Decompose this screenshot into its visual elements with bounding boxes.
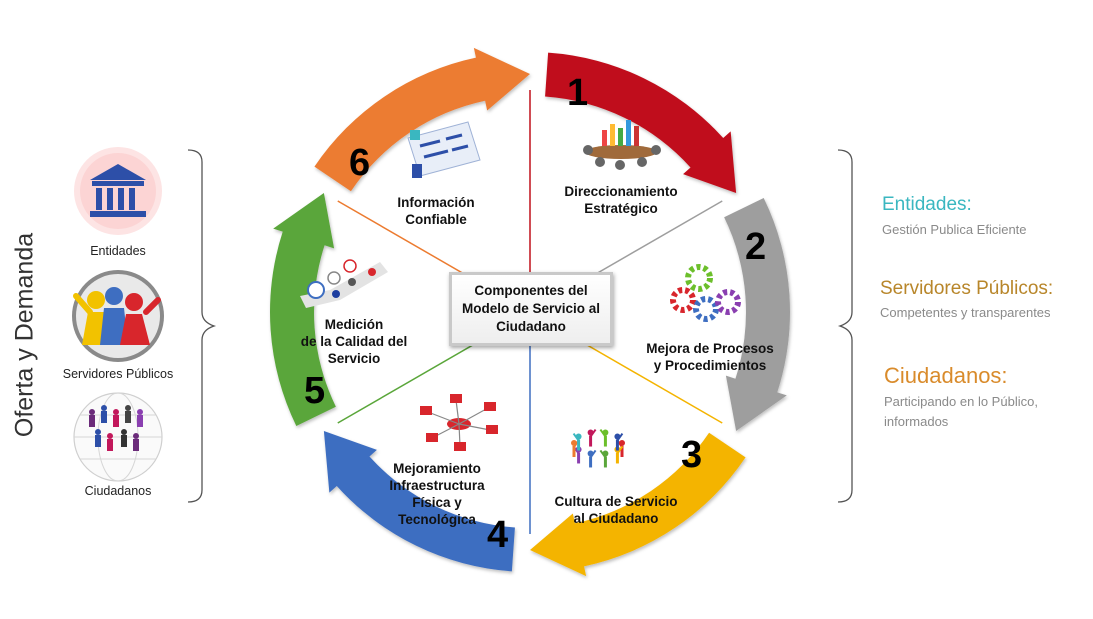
documents-icon [407, 121, 481, 178]
ring-person [599, 449, 609, 468]
citizen-figure [107, 433, 113, 451]
citizen-figure [121, 429, 127, 447]
rating-faces-icon [300, 259, 388, 308]
right-heading-ciudadanos: Ciudadanos: [884, 363, 1008, 388]
left-bracket [187, 149, 217, 503]
center-box: Componentes del Modelo de Servicio al Ci… [449, 272, 613, 346]
ring-person [587, 428, 597, 447]
center-label: Componentes del Modelo de Servicio al Ci… [461, 283, 601, 334]
citizen-figure [101, 405, 107, 423]
citizen-figure [95, 429, 101, 447]
meeting-icon [583, 120, 661, 170]
segment-5-number: 5 [304, 370, 326, 412]
right-sub-servidores: Competentes y transparentes [880, 305, 1051, 320]
building-icon [74, 147, 162, 235]
segment-5-arrow [270, 193, 336, 426]
gears-icon [670, 264, 741, 322]
segment-3-arrow [530, 432, 746, 577]
segment-6-number: 6 [349, 142, 371, 184]
segment-1-arrow [545, 52, 737, 193]
citizen-figure [113, 409, 119, 427]
segment-4-number: 4 [487, 514, 509, 556]
ring-person [587, 449, 597, 468]
offer-demand-title: Oferta y Demanda [10, 232, 39, 438]
citizen-figure [89, 409, 95, 427]
segment-2-arrow [724, 198, 790, 431]
citizen-figure [125, 405, 131, 423]
segment-2-number: 2 [745, 226, 767, 268]
right-heading-entidades: Entidades: [882, 194, 972, 215]
segment-6-arrow [314, 47, 530, 192]
segment-1-number: 1 [567, 72, 589, 114]
people-group-icon [72, 270, 164, 362]
segment-3-number: 3 [681, 434, 703, 476]
ring-person [614, 432, 624, 451]
left-item-ciudadanos: Ciudadanos [84, 484, 152, 498]
citizen-figure [133, 433, 139, 451]
ring-person [571, 439, 580, 457]
people-circle-icon [571, 428, 625, 468]
left-item-servidores: Servidores Públicos [62, 367, 174, 381]
citizen-figure [137, 409, 143, 427]
segment-4-arrow [323, 431, 515, 572]
network-icon [420, 394, 498, 451]
left-item-entidades: Entidades [90, 244, 146, 258]
right-bracket [837, 149, 853, 503]
ring-person [599, 428, 609, 447]
citizens-globe-icon [73, 392, 163, 482]
right-sub-entidades: Gestión Publica Eficiente [882, 222, 1027, 237]
ring-person [572, 432, 582, 451]
right-heading-servidores: Servidores Públicos: [880, 278, 1054, 299]
right-sub-ciudadanos: Participando en lo Público, informados [884, 394, 1038, 429]
